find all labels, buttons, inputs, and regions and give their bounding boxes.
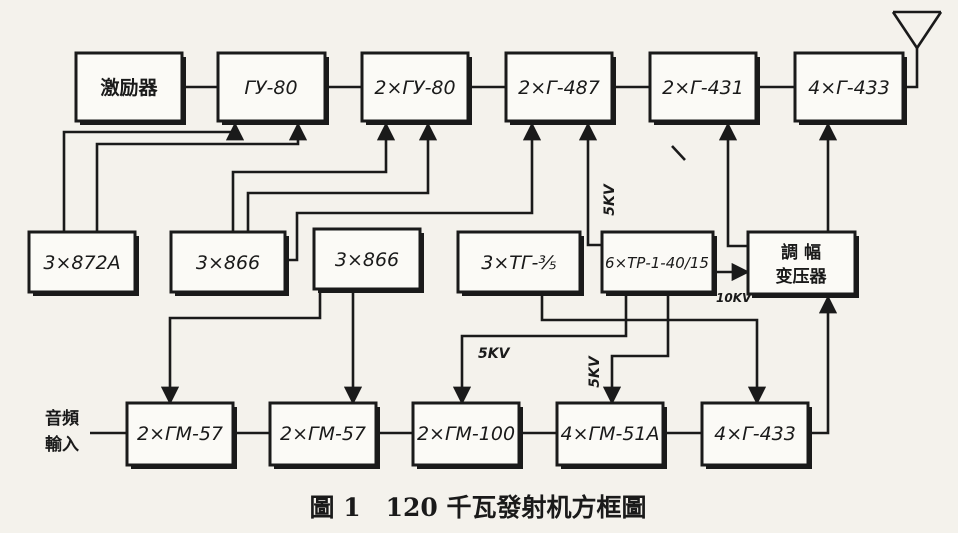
block-r866a: 3×866	[169, 230, 289, 296]
wire-866a-g487	[285, 122, 542, 262]
block-gm57a: 2×ГМ-57	[125, 401, 237, 469]
block-r866b: 3×866	[312, 227, 424, 293]
wire-866b-gm57a	[160, 293, 322, 405]
block-exciter-label: 激励器	[100, 76, 158, 99]
label-5kv-middle: 5KV	[478, 346, 511, 362]
wire-tr-g487	[578, 122, 602, 247]
block-tr: 6×ТР-1-40/15	[600, 230, 717, 296]
block-r866b-label: 3×866	[335, 249, 399, 271]
wire-tr-gm51a	[602, 295, 670, 405]
block-mod-transformer-line1: 調 幅	[781, 242, 821, 263]
block-gm51a-label: 4×ГМ-51А	[560, 423, 659, 445]
wire-872a-gu80-b	[95, 122, 308, 232]
audio-input-line1: 音頻	[45, 408, 79, 429]
label-10kv: 10KV	[716, 291, 753, 305]
antenna-icon	[891, 10, 943, 49]
block-exciter: 激励器	[74, 51, 186, 125]
wire-tr-gm100	[452, 295, 628, 405]
wire-872a-gu80-a	[62, 122, 245, 232]
block-g433x4-top: 4×Г-433	[793, 51, 907, 125]
wire-modxfmr-g431	[718, 122, 748, 248]
figure-caption: 圖 1 120 千瓦發射机方框圖	[310, 493, 647, 522]
block-r872a-label: 3×872A	[43, 252, 120, 274]
block-r866a-label: 3×866	[196, 252, 260, 274]
block-r872a: 3×872A	[27, 230, 139, 296]
block-mod-transformer: 調 幅 变压器	[746, 230, 859, 298]
block-gu80x2: 2×ГУ-80	[360, 51, 472, 125]
block-gm51a: 4×ГМ-51А	[555, 401, 667, 469]
wire-866a-gu80x2-a	[231, 122, 396, 232]
block-gm57b-label: 2×ГМ-57	[280, 423, 366, 445]
block-gu80x2-label: 2×ГУ-80	[374, 77, 455, 99]
block-g487x2-label: 2×Г-487	[518, 77, 600, 99]
block-mod-transformer-line2: 变压器	[776, 266, 828, 287]
audio-input-line2: 輸入	[45, 434, 79, 455]
block-gm57b: 2×ГМ-57	[268, 401, 380, 469]
wire-866a-gu80x2-b	[246, 122, 438, 232]
block-g431x2: 2×Г-431	[648, 51, 760, 125]
wire-g433bot-modxfmr	[808, 295, 838, 435]
stray-tick	[671, 145, 686, 161]
block-g487x2: 2×Г-487	[504, 51, 616, 125]
block-g431x2-label: 2×Г-431	[662, 77, 744, 99]
block-g433x4-bottom-label: 4×Г-433	[714, 423, 796, 445]
voltage-labels: 5KV 5KV 5KV 10KV	[478, 183, 753, 388]
block-gu80: ГУ-80	[216, 51, 329, 125]
block-g433x4-top-label: 4×Г-433	[808, 77, 890, 99]
block-gm100: 2×ГМ-100	[411, 401, 523, 469]
block-tg: 3×ТГ-⅗	[456, 230, 584, 296]
label-5kv-lower: 5KV	[587, 355, 603, 388]
blocks: 激励器 ГУ-80 2×ГУ-80 2×Г-487 2×Г-431 4×Г-43…	[27, 51, 907, 469]
block-gm100-label: 2×ГМ-100	[417, 423, 515, 445]
block-tg-label: 3×ТГ-⅗	[481, 252, 556, 274]
label-5kv-upper: 5KV	[602, 183, 618, 216]
wire-tg-g433bot	[540, 293, 767, 405]
block-gm57a-label: 2×ГМ-57	[137, 423, 223, 445]
connections	[62, 10, 943, 435]
block-tr-label: 6×ТР-1-40/15	[605, 254, 709, 272]
block-g433x4-bottom: 4×Г-433	[700, 401, 812, 469]
block-gu80-label: ГУ-80	[244, 77, 297, 99]
audio-input-label: 音頻 輸入	[45, 408, 79, 455]
wire-to-antenna	[903, 48, 919, 89]
